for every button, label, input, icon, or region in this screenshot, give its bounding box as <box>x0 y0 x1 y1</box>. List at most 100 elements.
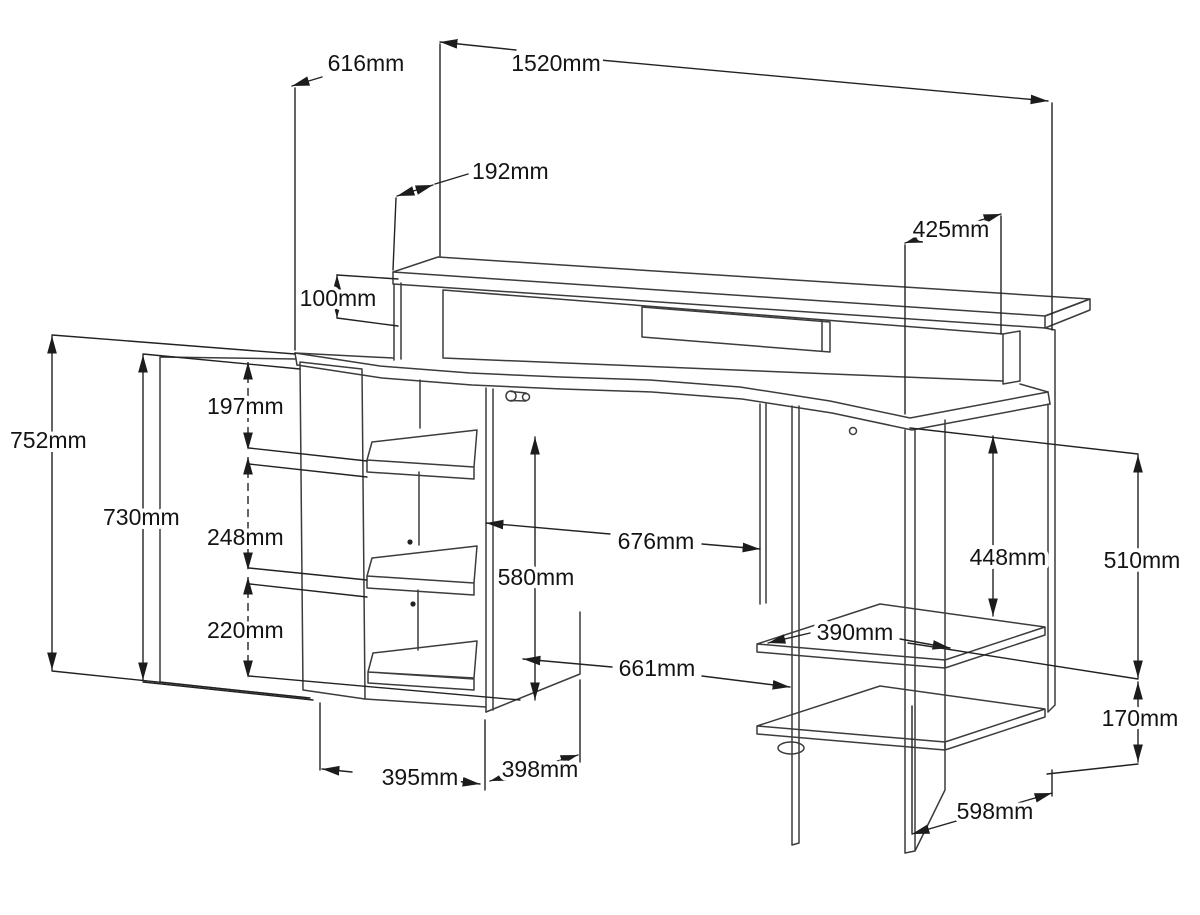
dim-line-left <box>767 632 811 644</box>
dim-line-left <box>439 38 517 51</box>
dim-riser-height-100: 100mm <box>296 274 399 327</box>
dim-label-752: 752mm <box>10 427 87 453</box>
partition-front-edge <box>485 387 494 713</box>
tick-line <box>248 447 368 462</box>
dim-right-under-510: 510mm <box>907 427 1184 680</box>
dim-label-676: 676mm <box>618 528 695 554</box>
riser-cable-slot <box>641 306 831 353</box>
dim-label-448: 448mm <box>970 544 1047 570</box>
cam-lock-icon <box>505 390 531 402</box>
dim-right-rear-425: 425mm <box>904 212 1002 415</box>
extension-lines <box>911 705 1053 834</box>
desktop-band-bottom <box>296 364 1051 431</box>
dim-label-1520: 1520mm <box>511 50 600 76</box>
dim-label-398: 398mm <box>502 756 579 782</box>
extension-lines <box>319 702 486 791</box>
leader-and-extension <box>392 173 469 271</box>
dim-label-170: 170mm <box>1102 705 1179 731</box>
extension-lines <box>904 215 1002 415</box>
leg-cam-dot <box>848 426 858 436</box>
dim-label-730: 730mm <box>103 504 180 530</box>
cabinet-back-corner <box>417 379 421 651</box>
dim-label-510: 510mm <box>1104 547 1181 573</box>
right-back-column <box>759 403 767 605</box>
dim-line <box>489 754 579 782</box>
dim-overall-height-752: 752mm <box>6 334 311 699</box>
shelf-pin-dot <box>410 601 416 607</box>
dim-line-right <box>447 777 481 787</box>
dim-gap-220: 220mm <box>203 577 521 701</box>
cabinet-shelf-a <box>366 429 478 480</box>
dim-label-425: 425mm <box>913 216 990 242</box>
dim-riser-depth-192: 192mm <box>392 154 553 271</box>
right-side-panel <box>1044 327 1056 713</box>
riser-front-band <box>392 271 1046 329</box>
cabinet-bottom-edge <box>364 698 487 708</box>
dim-label-100: 100mm <box>300 285 377 311</box>
dim-opening-676: 676mm <box>485 519 761 558</box>
dim-label-616: 616mm <box>328 50 405 76</box>
dim-desk-width-1520: 1520mm <box>439 38 1053 331</box>
dim-label-192: 192mm <box>472 158 549 184</box>
cabinet-shelf-b <box>366 545 478 596</box>
dim-cabinet-width-395: 395mm <box>319 702 486 794</box>
extension-lines <box>439 43 1053 331</box>
dim-clearance-580: 580mm <box>494 436 578 701</box>
dim-side-height-730: 730mm <box>99 353 314 701</box>
cam-lock-head <box>521 392 531 402</box>
dim-label-248: 248mm <box>207 524 284 550</box>
cabinet-floor <box>367 640 478 691</box>
riser-left-support <box>393 282 402 361</box>
dim-line <box>396 184 434 197</box>
dim-line-right <box>701 675 791 690</box>
dim-label-661: 661mm <box>619 655 696 681</box>
dim-label-580: 580mm <box>498 564 575 590</box>
riser-right-support <box>1002 330 1021 385</box>
desktop-front-edge <box>294 352 1049 419</box>
dim-line-left <box>321 765 353 776</box>
shelf-pin-dot <box>407 539 413 545</box>
dim-arrow-leader <box>291 76 323 87</box>
right-assembly <box>756 327 1056 854</box>
riser-right-end <box>1044 298 1091 329</box>
dim-line <box>904 213 1002 244</box>
foot-glide <box>777 741 805 755</box>
dim-shelf-depth-390: 390mm <box>767 615 951 650</box>
desktop-back-edges <box>294 352 1049 393</box>
dim-label-197: 197mm <box>207 393 284 419</box>
right-upper-shelf <box>756 603 1046 669</box>
right-lower-shelf <box>756 685 1046 751</box>
tick-lines <box>51 334 311 699</box>
desktop-right-edge <box>1047 391 1051 405</box>
riser-shelf <box>392 256 1091 385</box>
tick-lines <box>142 353 314 701</box>
tick-lines <box>907 427 1139 680</box>
partition-bottom-edge <box>485 611 581 713</box>
dim-line-right <box>899 638 951 650</box>
tick-lines <box>336 274 399 327</box>
dim-line-right <box>599 59 1049 105</box>
dim-label-598: 598mm <box>957 798 1034 824</box>
cabinet-door-panel <box>299 361 366 700</box>
dim-label-395: 395mm <box>382 764 459 790</box>
dim-label-220: 220mm <box>207 617 284 643</box>
desktop <box>294 352 1051 431</box>
cam-lock-bar <box>510 390 527 402</box>
dim-opening-661: 661mm <box>522 651 791 690</box>
dim-desk-depth-616: 616mm <box>291 46 408 351</box>
dim-line-left <box>522 655 613 668</box>
tick-lines <box>248 463 368 581</box>
dim-cabinet-depth-398: 398mm <box>489 679 582 786</box>
dim-line-left <box>485 519 611 535</box>
dim-leg-depth-598: 598mm <box>911 705 1053 835</box>
tick-lines <box>248 583 521 701</box>
dim-gap-197: 197mm <box>203 362 368 462</box>
dim-bottom-shelf-170: 170mm <box>1046 681 1182 775</box>
dim-shelf-clearance-448: 448mm <box>966 435 1050 617</box>
tick-line <box>1046 763 1139 775</box>
right-leg-panel <box>904 419 946 854</box>
dim-line <box>911 792 1053 835</box>
right-long-column <box>791 405 800 846</box>
